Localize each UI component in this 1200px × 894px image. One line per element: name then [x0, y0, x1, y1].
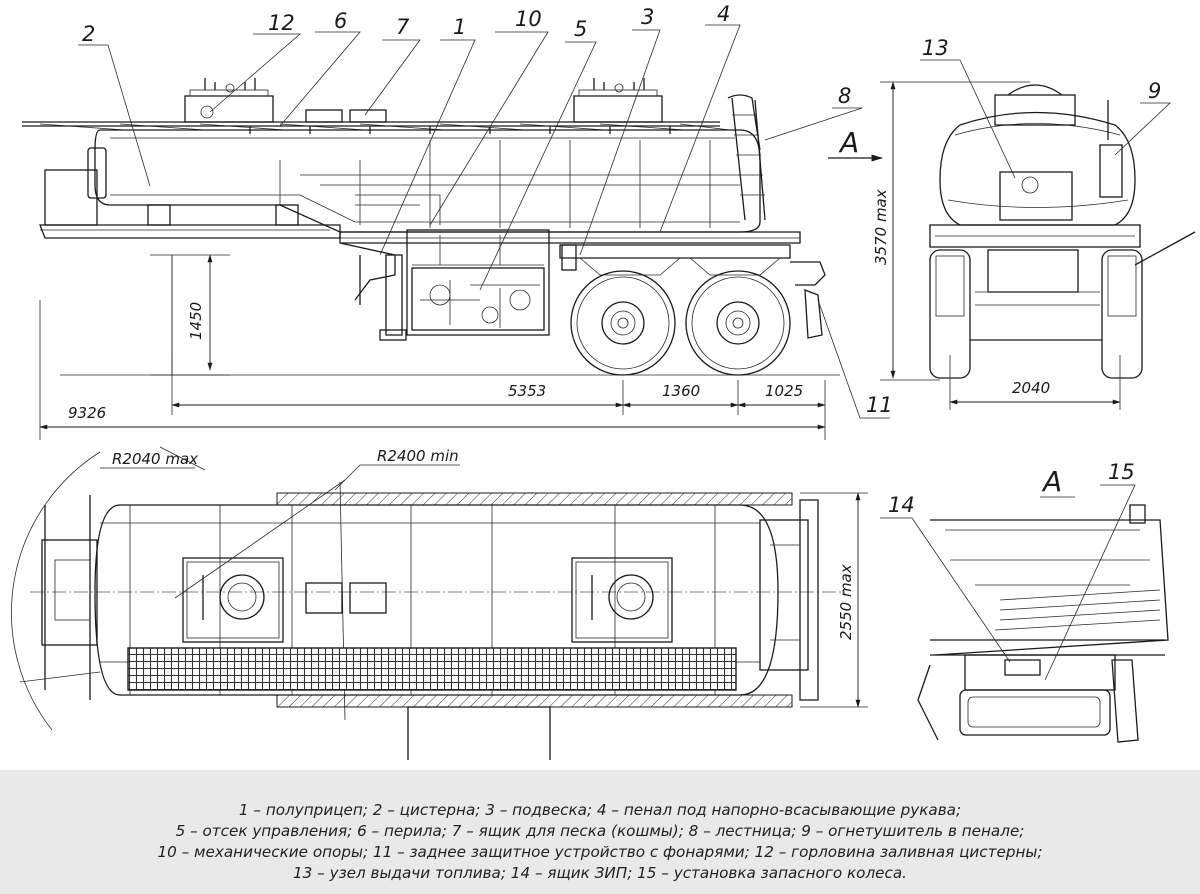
- technical-drawing: 1450 5353 1360 1025 9326 A 2 12 6 7 1 10…: [11, 2, 1196, 760]
- top-view: 2550 max R2040 max R2400 min: [11, 446, 868, 760]
- callout-4: 4: [717, 2, 730, 26]
- callout-3: 3: [641, 5, 654, 29]
- legend-line-2: 5 – отсек управления; 6 – перила; 7 – ящ…: [175, 822, 1025, 840]
- callout-11: 11: [866, 393, 893, 417]
- radius-2400: R2400 min: [377, 447, 459, 465]
- legend-line-4: 13 – узел выдачи топлива; 14 – ящик ЗИП;…: [293, 864, 907, 882]
- dim-9326: 9326: [68, 404, 106, 422]
- manhole-front: [184, 78, 274, 123]
- wheel-rear: [685, 270, 791, 376]
- callout-8: 8: [838, 84, 851, 108]
- chassis-frame: [339, 231, 801, 301]
- rear-guard: [790, 261, 826, 339]
- rear-wheels: [929, 249, 1143, 379]
- callout-9: 9: [1148, 79, 1161, 103]
- top-manhole-front: [182, 557, 284, 643]
- callout-6: 6: [334, 9, 347, 33]
- tank: [94, 129, 761, 233]
- side-view: [22, 78, 840, 376]
- dim-2040: 2040: [1012, 379, 1050, 397]
- rear-tank: [939, 84, 1136, 226]
- view-a-title: A: [1041, 465, 1062, 498]
- callout-2: 2: [82, 22, 95, 46]
- top-front: [19, 495, 101, 700]
- view-a-detail: A 14 15: [880, 460, 1169, 743]
- control-compartment: [406, 229, 550, 336]
- suspension: [559, 244, 791, 276]
- legend: 1 – полуприцеп; 2 – цистерна; 3 – подвес…: [0, 770, 1200, 894]
- view-a-letter: A: [838, 126, 859, 159]
- callout-7: 7: [396, 15, 410, 39]
- walkway-grate: [127, 647, 737, 691]
- front-end: [39, 147, 341, 239]
- top-side-box: [407, 706, 551, 760]
- view-a-arrow: A: [828, 126, 884, 162]
- rear-view: 3570 max 2040 13 9: [872, 36, 1196, 410]
- side-dimensions: 1450 5353 1360 1025 9326: [39, 254, 826, 440]
- legend-line-3: 10 – механические опоры; 11 – заднее защ…: [157, 843, 1043, 861]
- manhole-rear: [573, 78, 663, 123]
- callout-1: 1: [453, 15, 466, 39]
- top-sand-boxes: [305, 582, 387, 614]
- radius-2040: R2040 max: [112, 450, 198, 468]
- wheel-front: [570, 270, 676, 376]
- side-callouts: 2 12 6 7 1 10 5 3 4 8 11: [78, 2, 893, 419]
- callout-5: 5: [574, 17, 587, 41]
- callout-12: 12: [268, 11, 295, 35]
- top-manhole-rear: [571, 557, 673, 643]
- callout-15: 15: [1108, 460, 1135, 484]
- sand-boxes: [305, 109, 387, 123]
- dim-1450: 1450: [187, 302, 205, 340]
- rear-frame: [929, 224, 1196, 306]
- dim-2550: 2550 max: [837, 564, 855, 640]
- top-rear: [759, 499, 819, 701]
- dim-1360: 1360: [662, 382, 700, 400]
- callout-13: 13: [922, 36, 949, 60]
- dim-3570: 3570 max: [872, 189, 890, 265]
- landing-gear: [359, 254, 407, 341]
- callout-14: 14: [888, 493, 915, 517]
- dim-1025: 1025: [765, 382, 803, 400]
- legend-line-1: 1 – полуприцеп; 2 – цистерна; 3 – подвес…: [238, 801, 962, 819]
- dim-5353: 5353: [508, 382, 546, 400]
- ladder: [727, 94, 766, 221]
- callout-10: 10: [515, 7, 542, 31]
